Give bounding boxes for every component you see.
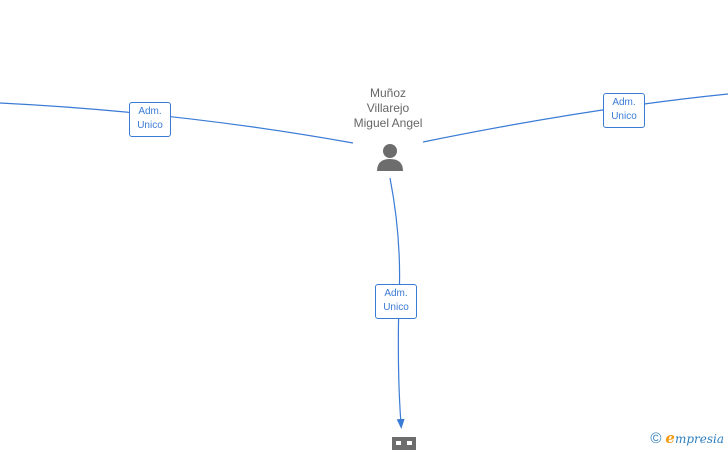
brand-initial: e (665, 429, 675, 447)
edge-label-line: Adm. (384, 288, 408, 299)
brand-logo: empresia (665, 429, 724, 447)
building-icon[interactable] (392, 437, 416, 450)
edge-label-line: Unico (137, 120, 163, 131)
brand-name: mpresia (674, 432, 724, 446)
watermark: © empresia (650, 429, 724, 447)
edge-right[interactable] (422, 93, 728, 143)
edge-label-line: Adm. (612, 97, 636, 108)
edge-label-line: Unico (611, 111, 637, 122)
edge-label-line: Unico (383, 302, 409, 313)
person-icon[interactable] (377, 144, 403, 171)
person-name-line: Muñoz (369, 86, 407, 100)
copyright-icon: © (650, 429, 662, 447)
edge-label-left[interactable]: Adm. Unico (129, 102, 171, 137)
edge-label-down[interactable]: Adm. Unico (375, 284, 417, 319)
person-name[interactable]: Muñoz Villarejo Miguel Angel (328, 86, 448, 131)
edge-label-right[interactable]: Adm. Unico (603, 93, 645, 128)
edge-label-line: Adm. (138, 106, 162, 117)
edge-left[interactable] (0, 102, 354, 144)
person-name-line: Miguel Angel (353, 116, 423, 130)
person-name-line: Villarejo (366, 101, 410, 115)
